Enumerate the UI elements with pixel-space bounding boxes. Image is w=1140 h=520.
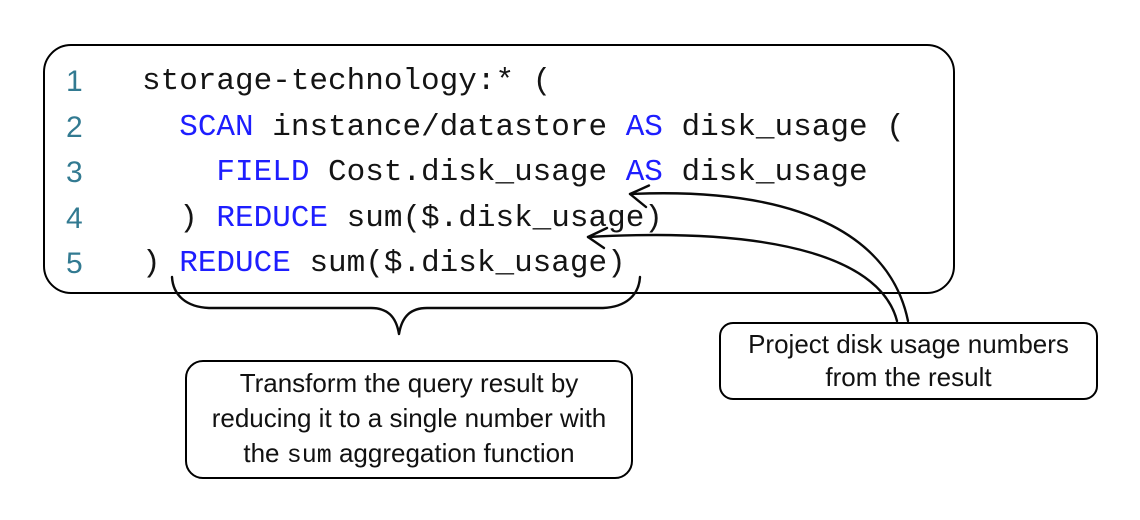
- reduce-note-body: Transform the query result by reducing it…: [212, 366, 607, 473]
- line-number: 5: [66, 247, 83, 280]
- code-token: ): [142, 246, 180, 281]
- code-token: [142, 155, 216, 190]
- note-text: reducing it to a single number with: [211, 403, 607, 433]
- code-token: disk_usage (: [662, 109, 905, 145]
- code-line: 5 ) REDUCE sum($.disk_usage): [45, 241, 953, 287]
- inline-code: sum: [286, 441, 332, 470]
- note-line: the sum aggregation function: [212, 436, 607, 473]
- code-keyword: FIELD: [216, 155, 310, 190]
- code-line: 4 ) REDUCE sum($.disk_usage): [45, 196, 953, 242]
- code-line-text: FIELD Cost.disk_usage AS disk_usage: [142, 150, 868, 196]
- code-keyword: AS: [625, 155, 663, 190]
- code-token: storage-technology:* (: [142, 64, 552, 99]
- code-line: 3 FIELD Cost.disk_usage AS disk_usage: [45, 150, 953, 196]
- note-text: the: [243, 438, 287, 468]
- line-number: 1: [66, 65, 83, 98]
- note-text: from the result: [825, 362, 992, 392]
- code-keyword: AS: [625, 109, 663, 145]
- code-token: instance/datastore: [253, 109, 626, 145]
- code-token: disk_usage: [662, 155, 868, 190]
- code-line-text: SCAN instance/datastore AS disk_usage (: [142, 105, 905, 151]
- code-token: sum($.disk_usage): [328, 200, 663, 236]
- note-text: Transform the query result by: [239, 368, 579, 398]
- code-keyword: REDUCE: [179, 246, 291, 281]
- line-number: 2: [66, 110, 83, 144]
- reduce-annotation-box: Transform the query result by reducing it…: [185, 360, 633, 479]
- code-token: sum($.disk_usage): [290, 246, 626, 281]
- code-line: 1 storage-technology:* (: [45, 59, 953, 105]
- line-number: 4: [66, 201, 83, 235]
- note-text: Project disk usage numbers: [748, 329, 1069, 359]
- code-line-text: storage-technology:* (: [142, 59, 551, 105]
- code-token: [142, 110, 179, 145]
- code-line-text: ) REDUCE sum($.disk_usage): [142, 241, 626, 287]
- code-keyword: SCAN: [179, 109, 254, 145]
- note-line: Transform the query result by: [212, 366, 607, 401]
- note-text: aggregation function: [331, 438, 575, 468]
- code-lines: 1 storage-technology:* ( 2 SCAN instance…: [45, 59, 953, 287]
- code-panel: 1 storage-technology:* ( 2 SCAN instance…: [43, 44, 955, 294]
- note-line: Project disk usage numbers: [748, 328, 1069, 361]
- note-line: reducing it to a single number with: [212, 401, 607, 436]
- code-token: ): [142, 200, 217, 236]
- note-line: from the result: [748, 361, 1069, 394]
- code-line: 2 SCAN instance/datastore AS disk_usage …: [45, 105, 953, 151]
- code-line-text: ) REDUCE sum($.disk_usage): [142, 196, 663, 242]
- line-number: 3: [66, 156, 83, 189]
- code-token: Cost.disk_usage: [309, 155, 626, 190]
- code-keyword: REDUCE: [216, 200, 329, 236]
